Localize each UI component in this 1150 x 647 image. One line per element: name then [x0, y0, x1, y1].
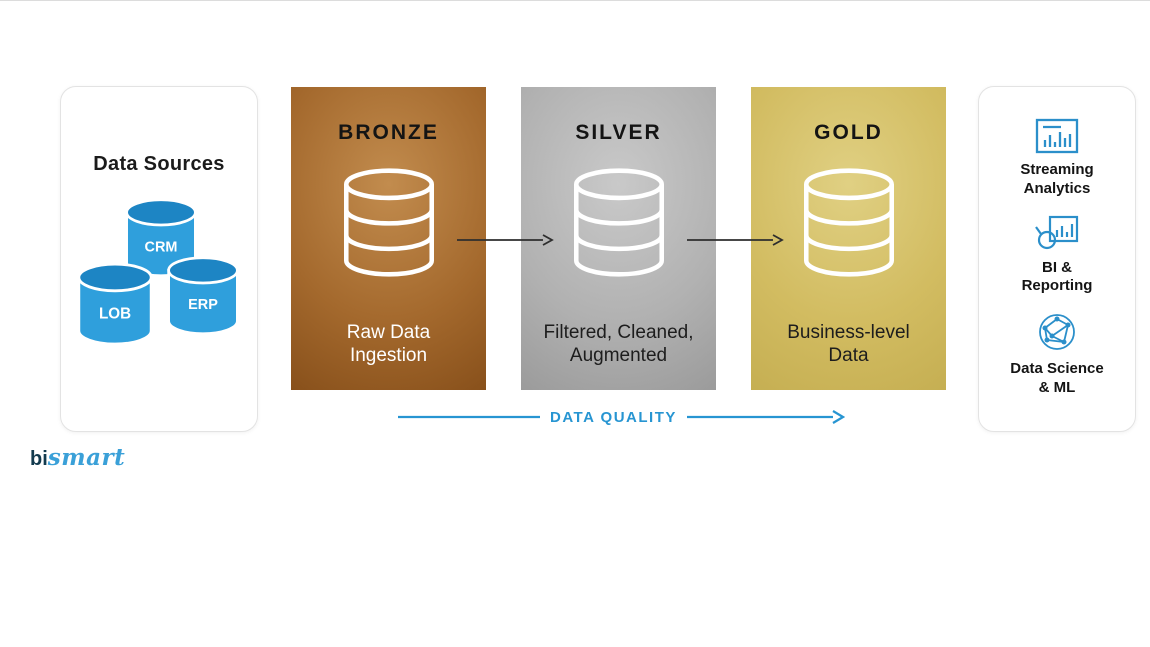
erp-database-label: ERP [188, 297, 218, 313]
outputs-card: Streaming Analytics BI & Reporting [978, 86, 1136, 432]
data-science-network-icon [1034, 310, 1080, 354]
bronze-to-silver-arrow [457, 234, 554, 246]
bismart-logo: bismart [30, 444, 125, 471]
data-quality-arrow-right [686, 410, 845, 424]
bronze-title: BRONZE [338, 121, 439, 144]
gold-title: GOLD [814, 121, 883, 144]
erp-database-icon: ERP [165, 255, 241, 340]
crm-database-label: CRM [145, 239, 178, 255]
silver-caption: Filtered, Cleaned, Augmented [543, 321, 694, 367]
bismart-logo-smart: smart [47, 444, 126, 471]
silver-database-icon [569, 165, 669, 280]
bismart-logo-bi: bi [30, 448, 48, 470]
stage-gold: GOLD Business-level Data [751, 87, 946, 390]
lob-database-label: LOB [99, 305, 131, 322]
source-databases-cluster: CRM ERP LOB [61, 87, 257, 431]
bronze-caption: Raw Data Ingestion [346, 321, 431, 367]
data-science-ml-label: Data Science & ML [1010, 360, 1104, 396]
silver-title: SILVER [575, 121, 662, 144]
data-quality-flow: DATA QUALITY [398, 405, 846, 429]
data-sources-title: Data Sources [93, 153, 225, 175]
bi-reporting-label: BI & Reporting [1021, 258, 1093, 295]
bi-reporting-magnifier-icon [1033, 213, 1081, 253]
data-sources-card: Data Sources CRM ERP [60, 86, 258, 432]
gold-caption: Business-level Data [787, 321, 910, 367]
streaming-analytics-chart-icon [1034, 117, 1080, 155]
gold-database-icon [799, 165, 899, 280]
stage-bronze: BRONZE Raw Data Ingestion [291, 87, 486, 390]
silver-to-gold-arrow [687, 234, 784, 246]
output-data-science-ml: Data Science & ML [1010, 310, 1104, 398]
top-divider [0, 0, 1150, 1]
bronze-database-icon [339, 165, 439, 280]
crm-database-icon: CRM [123, 197, 199, 282]
lob-database-icon: LOB [75, 261, 155, 351]
data-quality-label: DATA QUALITY [550, 408, 677, 426]
output-streaming-analytics: Streaming Analytics [1020, 117, 1094, 199]
output-bi-reporting: BI & Reporting [1021, 213, 1093, 297]
stage-silver: SILVER Filtered, Cleaned, Augmented [521, 87, 716, 390]
data-quality-line-left [398, 415, 540, 419]
streaming-analytics-label: Streaming Analytics [1020, 161, 1094, 197]
